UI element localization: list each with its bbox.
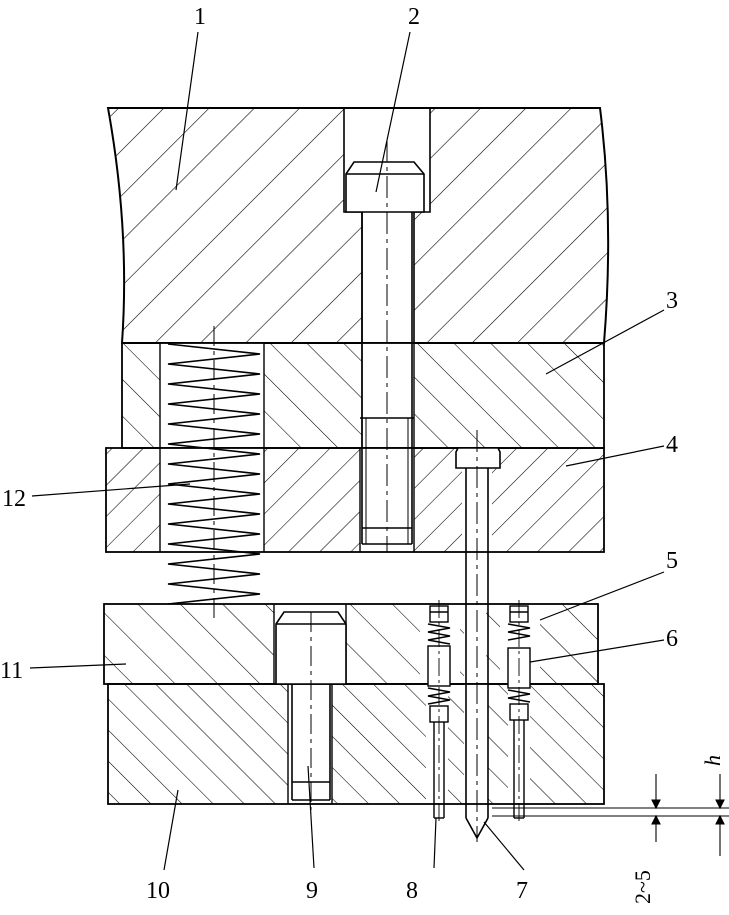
socket-head-screw-2 xyxy=(345,140,425,552)
dimension-h: h xyxy=(700,755,725,766)
punch-7 xyxy=(455,430,501,842)
plate-4 xyxy=(105,447,605,553)
dimension-gap: 2~5 xyxy=(630,870,655,904)
ejector-pin-left xyxy=(427,600,451,822)
socket-head-screw-9 xyxy=(275,611,347,810)
label-3: 3 xyxy=(666,288,678,314)
leader-lines xyxy=(29,31,665,871)
label-10: 10 xyxy=(146,878,170,904)
label-5: 5 xyxy=(666,548,678,574)
dimension-lines xyxy=(492,774,729,856)
spring-12 xyxy=(167,326,261,620)
label-8: 8 xyxy=(406,878,418,904)
label-9: 9 xyxy=(306,878,318,904)
label-12: 12 xyxy=(2,486,26,512)
label-2: 2 xyxy=(408,4,420,30)
label-4: 4 xyxy=(666,432,678,458)
plate-3 xyxy=(121,342,605,449)
label-7: 7 xyxy=(516,878,528,904)
label-6: 6 xyxy=(666,626,678,652)
label-11: 11 xyxy=(0,658,23,684)
ejector-pin-right xyxy=(507,600,531,822)
label-1: 1 xyxy=(194,4,206,30)
